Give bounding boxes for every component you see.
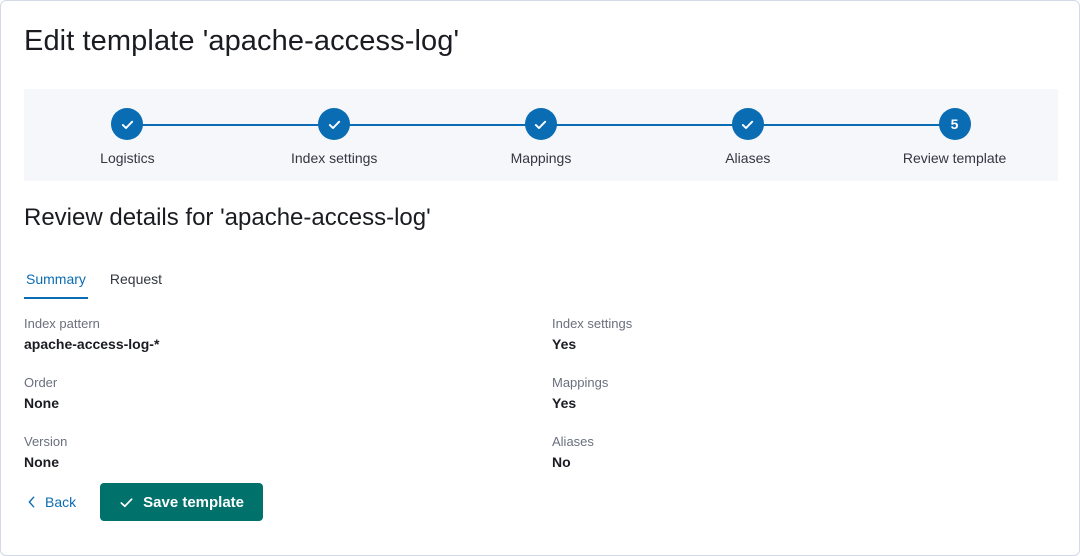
field-label: Aliases: [552, 434, 594, 449]
detail-order: Order None: [24, 374, 552, 413]
field-label: Version: [24, 434, 68, 449]
step-index-settings[interactable]: Index settings: [231, 108, 541, 166]
step-label: Aliases: [725, 150, 771, 166]
step-marker-check-icon: [318, 108, 351, 140]
step-marker-number: 5: [938, 108, 971, 140]
review-tabs: Summary Request: [24, 267, 164, 299]
step-logistics[interactable]: Logistics: [24, 108, 335, 166]
step-marker-check-icon: [731, 108, 764, 140]
step-label: Review template: [902, 150, 1007, 166]
field-value: None: [24, 454, 59, 470]
check-icon: [119, 495, 134, 510]
tab-request[interactable]: Request: [109, 271, 163, 287]
field-label: Mappings: [552, 375, 609, 390]
save-label: Save template: [143, 493, 245, 511]
step-review-template[interactable]: 5 Review template: [851, 108, 1058, 166]
footer-actions: Back Save template: [24, 483, 264, 521]
chevron-left-icon: [26, 495, 37, 509]
field-label: Index pattern: [24, 316, 100, 331]
page-title: Edit template 'apache-access-log': [24, 25, 460, 57]
detail-version: Version None: [24, 433, 552, 472]
step-mappings[interactable]: Mappings: [438, 108, 748, 166]
step-label: Logistics: [100, 150, 155, 166]
detail-index-pattern: Index pattern apache-access-log-*: [24, 315, 552, 354]
step-connector: [747, 124, 955, 126]
save-template-button[interactable]: Save template: [100, 483, 264, 521]
step-label: Index settings: [291, 150, 378, 166]
step-aliases[interactable]: Aliases: [644, 108, 955, 166]
detail-index-settings: Index settings Yes: [552, 315, 1034, 354]
detail-mappings: Mappings Yes: [552, 374, 1034, 413]
field-value: Yes: [552, 336, 577, 352]
review-section-title: Review details for 'apache-access-log': [24, 204, 431, 231]
step-connector: [334, 124, 541, 126]
detail-aliases: Aliases No: [552, 433, 1034, 472]
step-label: Mappings: [510, 150, 572, 166]
step-connector: [127, 124, 335, 126]
step-marker-check-icon: [111, 108, 144, 140]
field-label: Order: [24, 375, 58, 390]
field-value: None: [24, 395, 59, 411]
field-value: Yes: [552, 395, 577, 411]
step-marker-check-icon: [524, 108, 557, 140]
review-details-grid: Index pattern apache-access-log-* Index …: [24, 315, 1034, 472]
field-value: apache-access-log-*: [24, 336, 160, 352]
back-button[interactable]: Back: [24, 490, 78, 514]
step-connector: [540, 124, 748, 126]
back-label: Back: [45, 494, 77, 510]
field-label: Index settings: [552, 316, 633, 331]
tab-summary[interactable]: Summary: [24, 267, 88, 299]
field-value: No: [552, 454, 571, 470]
wizard-stepper: Logistics Index settings Mappings Aliase…: [24, 89, 1058, 181]
